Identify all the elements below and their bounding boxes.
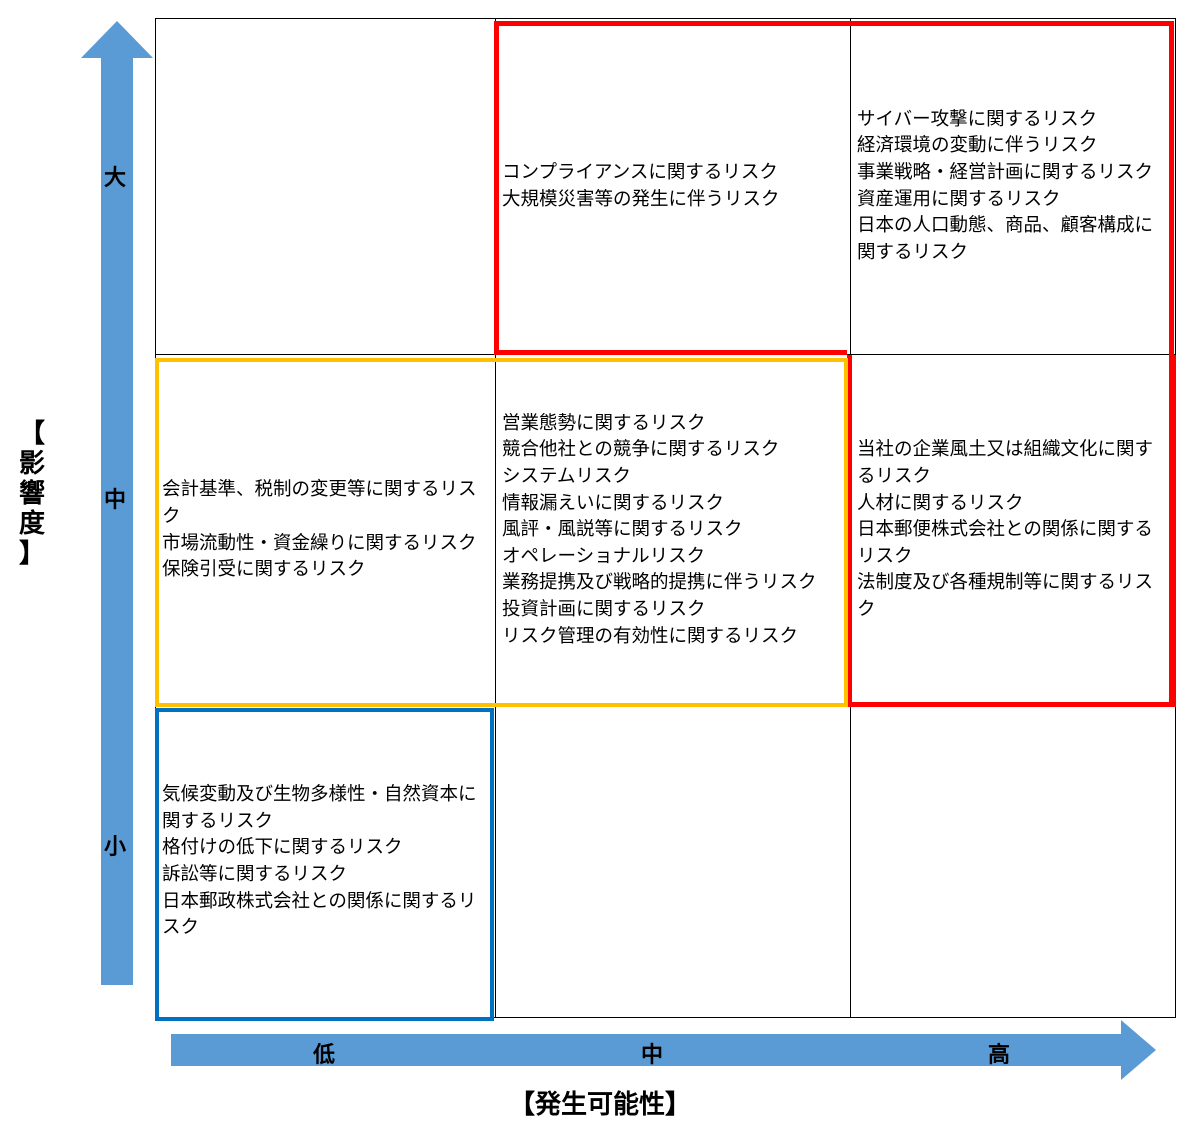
cell-high-impact-low-likelihood bbox=[155, 18, 496, 355]
cell-mid-impact-low-likelihood: 会計基準、税制の変更等に関するリスク 市場流動性・資金繰りに関するリスク 保険引… bbox=[155, 354, 496, 707]
y-tick-high: 大 bbox=[104, 166, 127, 191]
y-axis-arrow bbox=[81, 21, 153, 985]
cell-mid-impact-high-likelihood: 当社の企業風土又は組織文化に関するリスク 人材に関するリスク 日本郵便株式会社と… bbox=[850, 354, 1176, 707]
cell-high-impact-mid-likelihood: コンプライアンスに関するリスク 大規模災害等の発生に伴うリスク bbox=[495, 18, 851, 355]
y-tick-mid: 中 bbox=[104, 488, 127, 513]
cell-high-impact-high-likelihood: サイバー攻撃に関するリスク 経済環境の変動に伴うリスク 事業戦略・経営計画に関す… bbox=[850, 18, 1176, 355]
cell-mid-impact-mid-likelihood: 営業態勢に関するリスク 競合他社との競争に関するリスク システムリスク 情報漏え… bbox=[495, 354, 851, 707]
cell-low-impact-low-likelihood: 気候変動及び生物多様性・自然資本に関するリスク 格付けの低下に関するリスク 訴訟… bbox=[155, 706, 496, 1018]
y-axis-label: 【 影 響 度 】 bbox=[18, 419, 45, 569]
x-tick-high: 高 bbox=[988, 1043, 1011, 1068]
x-axis-label: 【発生可能性】 bbox=[508, 1090, 691, 1120]
x-tick-low: 低 bbox=[313, 1043, 336, 1068]
x-axis-arrow bbox=[171, 1020, 1156, 1080]
y-tick-low: 小 bbox=[104, 835, 127, 860]
risk-matrix: コンプライアンスに関するリスク 大規模災害等の発生に伴うリスク サイバー攻撃に関… bbox=[155, 18, 1176, 1021]
x-tick-mid: 中 bbox=[641, 1043, 664, 1068]
cell-low-impact-high-likelihood bbox=[850, 706, 1176, 1018]
cell-low-impact-mid-likelihood bbox=[495, 706, 851, 1018]
